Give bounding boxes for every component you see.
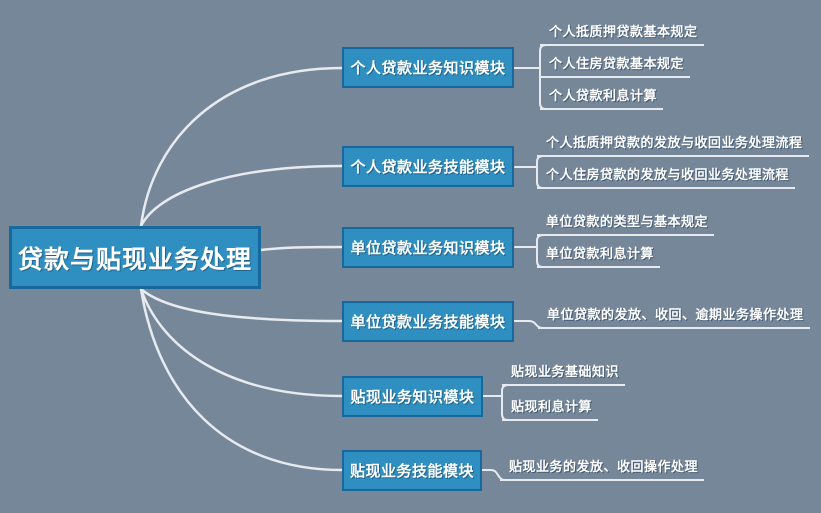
leaf-node[interactable]: 贴现业务的发放、收回操作处理 bbox=[500, 459, 705, 481]
leaf-node[interactable]: 个人贷款利息计算 bbox=[540, 88, 664, 110]
leaf-node[interactable]: 单位贷款的发放、收回、逾期业务操作处理 bbox=[538, 307, 810, 329]
branch-node-discount-knowledge[interactable]: 贴现业务知识模块 bbox=[342, 376, 483, 417]
branch-node-corporate-loan-knowledge[interactable]: 单位贷款业务知识模块 bbox=[342, 227, 514, 268]
curve-root-to-branch-3 bbox=[259, 245, 344, 252]
leaf-node[interactable]: 单位贷款利息计算 bbox=[537, 246, 661, 268]
curve-root-to-branch-5 bbox=[139, 287, 344, 398]
curve-root-to-branch-6 bbox=[139, 287, 344, 472]
branch-node-personal-loan-skills[interactable]: 个人贷款业务技能模块 bbox=[342, 146, 514, 187]
leaf-node[interactable]: 个人抵质押贷款基本规定 bbox=[540, 24, 704, 46]
branch-node-discount-skills[interactable]: 贴现业务技能模块 bbox=[342, 450, 482, 491]
leaf-node[interactable]: 贴现利息计算 bbox=[502, 399, 599, 421]
branch-node-corporate-loan-skills[interactable]: 单位贷款业务技能模块 bbox=[342, 301, 514, 342]
curve-root-to-branch-4 bbox=[139, 287, 344, 323]
leaf-node[interactable]: 贴现业务基础知识 bbox=[502, 364, 626, 386]
branch-node-personal-loan-knowledge[interactable]: 个人贷款业务知识模块 bbox=[342, 47, 514, 88]
leaf-node[interactable]: 单位贷款的类型与基本规定 bbox=[537, 214, 715, 236]
root-node[interactable]: 贷款与贴现业务处理 bbox=[9, 226, 261, 289]
leaf-node[interactable]: 个人住房贷款基本规定 bbox=[540, 56, 691, 78]
leaf-node[interactable]: 个人住房贷款的发放与收回业务处理流程 bbox=[537, 167, 796, 189]
curve-root-to-branch-2 bbox=[139, 164, 344, 228]
leaf-node[interactable]: 个人抵质押贷款的发放与收回业务处理流程 bbox=[537, 135, 809, 157]
curve-root-to-branch-1 bbox=[139, 66, 344, 228]
